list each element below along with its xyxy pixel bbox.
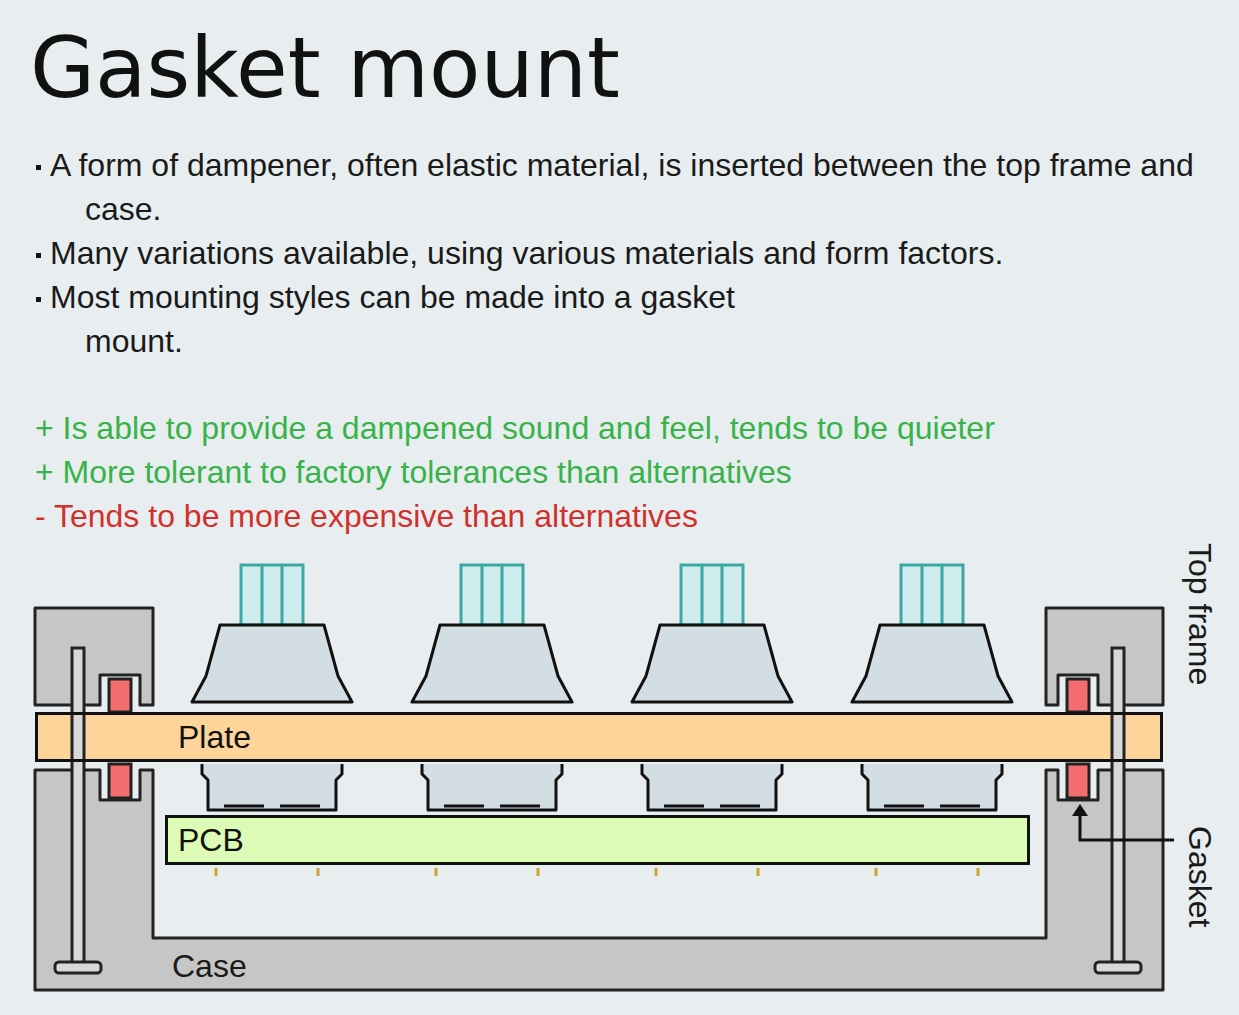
screw-head xyxy=(1095,962,1141,973)
bullet-dot xyxy=(36,297,41,302)
note: Most mounting styles can be made into a … xyxy=(50,275,785,363)
gasket-block xyxy=(1067,679,1089,712)
gasket-block xyxy=(109,679,131,712)
title: Gasket mount xyxy=(30,26,620,110)
screw-shaft xyxy=(1112,648,1124,966)
node-text: PCB xyxy=(178,820,244,860)
node-text: Plate xyxy=(178,717,251,757)
part-label: Top frame xyxy=(1182,543,1218,685)
pro-note: + More tolerant to factory tolerances th… xyxy=(35,450,1225,494)
gasket-block xyxy=(109,764,131,798)
pro-note: + Is able to provide a dampened sound an… xyxy=(35,406,1225,450)
con-note: - Tends to be more expensive than altern… xyxy=(35,494,1225,538)
note: Many variations available, using various… xyxy=(50,231,1239,275)
top-frame-left xyxy=(35,608,153,705)
leader-line xyxy=(1080,814,1174,840)
note: A form of dampener, often elastic materi… xyxy=(50,143,1215,231)
part-label: Case xyxy=(172,944,372,988)
plate-band: Plate xyxy=(35,712,1163,762)
screw-shaft xyxy=(72,648,84,966)
pcb-board: PCB xyxy=(165,815,1030,865)
leader-arrowhead xyxy=(1072,804,1088,816)
top-frame-right xyxy=(1046,608,1163,705)
gasket-block xyxy=(1067,764,1089,798)
bullet-dot xyxy=(36,165,41,170)
screw-head xyxy=(55,962,101,973)
plate-fill xyxy=(35,712,1163,762)
bullet-dot xyxy=(36,253,41,258)
part-label: Gasket xyxy=(1182,826,1218,927)
